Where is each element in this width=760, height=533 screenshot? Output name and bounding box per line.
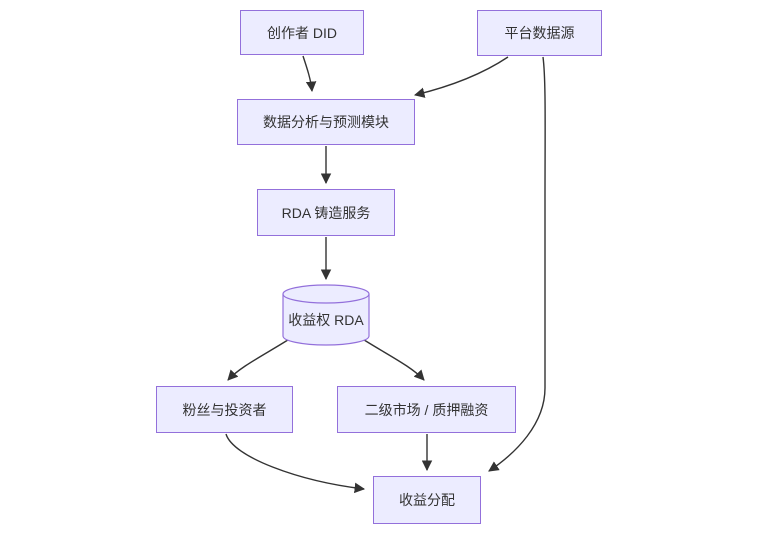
node-revenue-distribution: 收益分配 <box>373 476 481 524</box>
edge-platform-source-to-analysis <box>413 56 509 98</box>
cylinder-shape <box>282 284 370 346</box>
edge-creator-did-to-analysis <box>302 55 317 93</box>
node-creator-did: 创作者 DID <box>240 10 364 55</box>
node-fans-investors: 粉丝与投资者 <box>156 386 293 433</box>
node-platform-data-source: 平台数据源 <box>477 10 602 56</box>
edge-rda-to-market <box>360 337 425 381</box>
node-rda-minting-service: RDA 铸造服务 <box>257 189 395 236</box>
edge-rda-to-fans <box>227 337 292 381</box>
edge-platform-source-to-distribution <box>488 56 546 472</box>
edge-fans-to-distribution <box>225 433 366 494</box>
node-data-analysis-module: 数据分析与预测模块 <box>237 99 415 145</box>
node-revenue-rights-rda: 收益权 RDA <box>288 312 364 328</box>
node-secondary-market: 二级市场 / 质押融资 <box>337 386 516 433</box>
